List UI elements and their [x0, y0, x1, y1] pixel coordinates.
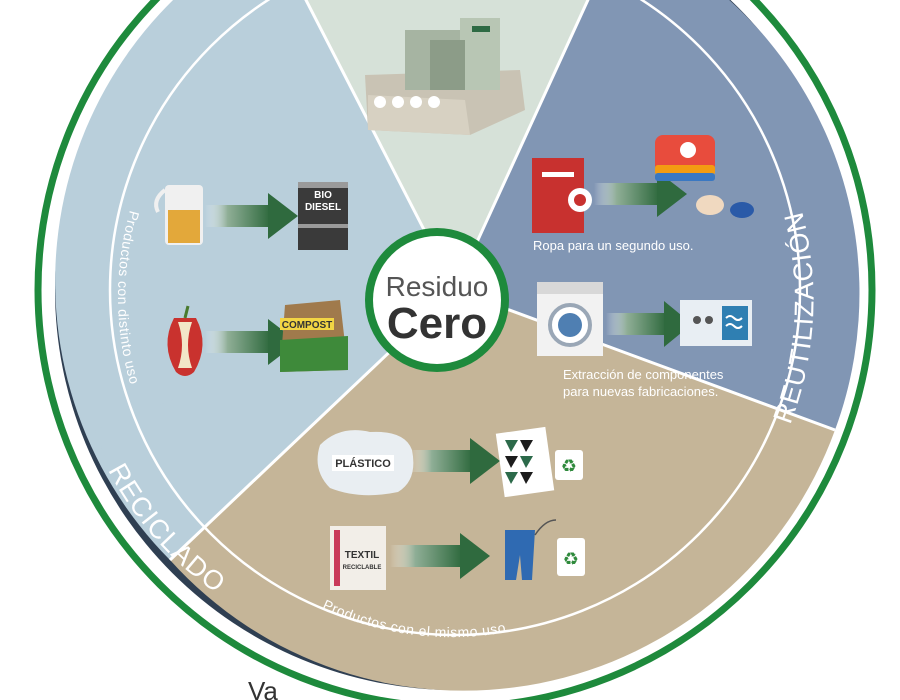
- svg-text:RECICLABLE: RECICLABLE: [343, 565, 382, 571]
- plastic-bag-icon: PLÁSTICO: [317, 430, 414, 496]
- arrow-box-to-clothes: [594, 171, 687, 217]
- svg-text:♻: ♻: [561, 456, 577, 476]
- badge-line1: Residuo: [386, 271, 489, 302]
- donation-box-icon: [532, 158, 592, 233]
- arrow-washer-to-component: [606, 301, 692, 347]
- svg-text:TEXTIL: TEXTIL: [345, 550, 379, 561]
- ropa-caption: Ropa para un segundo uso.: [533, 238, 693, 253]
- inner-guide-ring: [108, 0, 802, 637]
- segment-mismo-uso: [170, 290, 835, 691]
- jeans-icon: [505, 519, 557, 580]
- recycle-tag-icon-plastic: ♻: [555, 450, 583, 480]
- extraccion-caption-1: Extracción de componentes: [563, 367, 724, 382]
- arrow-textile-to-jeans: [390, 533, 490, 579]
- apple-core-icon: [167, 305, 203, 376]
- arrow-oil-to-biodiesel: [205, 193, 298, 239]
- extraccion-caption-2: para nuevas fabricaciones.: [563, 384, 718, 399]
- oil-jar-icon: [154, 185, 203, 245]
- outer-green-ring: [34, 0, 876, 700]
- bottom-partial-text: Va: [248, 676, 278, 700]
- component-panel-icon: [680, 300, 752, 346]
- biodiesel-drum-icon: BIO DIESEL: [298, 182, 348, 250]
- triangle-pattern-product-icon: [495, 426, 555, 498]
- clothes-items-icon: [655, 135, 754, 218]
- textile-box-icon: TEXTIL RECICLABLE: [330, 526, 386, 590]
- residuo-cero-badge: Residuo Cero: [365, 228, 509, 372]
- badge-line2: Cero: [387, 299, 487, 348]
- compost-bag-icon: COMPOST: [280, 300, 348, 372]
- svg-text:♻: ♻: [563, 549, 579, 569]
- washing-machine-icon: [537, 282, 603, 356]
- svg-text:PLÁSTICO: PLÁSTICO: [335, 457, 391, 470]
- svg-text:DIESEL: DIESEL: [305, 202, 341, 213]
- segment-reciclado-lower: [95, 290, 455, 560]
- svg-text:BIO: BIO: [314, 190, 332, 201]
- svg-text:COMPOST: COMPOST: [282, 320, 333, 331]
- store-building-icon: [365, 18, 525, 135]
- arrow-plastic-to-product: [410, 438, 500, 484]
- recycle-tag-icon-textile: ♻: [557, 538, 585, 576]
